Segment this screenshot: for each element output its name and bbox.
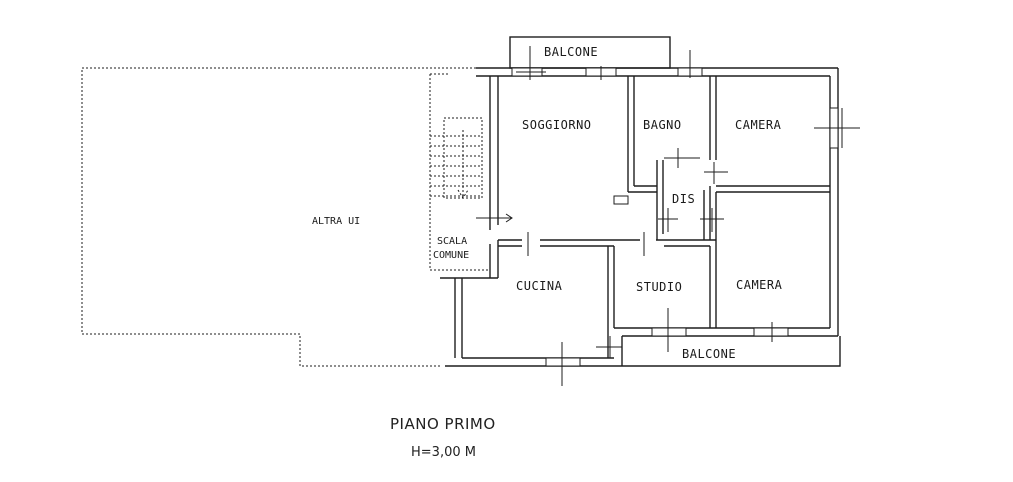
- label-scala: SCALA: [437, 236, 467, 247]
- label-studio: STUDIO: [636, 280, 682, 294]
- label-bagno: BAGNO: [643, 118, 682, 132]
- label-camera-1: CAMERA: [735, 118, 782, 132]
- windows: [511, 67, 839, 367]
- label-balcone-top: BALCONE: [544, 45, 598, 59]
- stair-scala-comune: [429, 73, 490, 271]
- altra-ui-outline: [81, 67, 476, 367]
- label-cucina: CUCINA: [516, 279, 563, 293]
- label-soggiorno: SOGGIORNO: [522, 118, 592, 132]
- label-comune: COMUNE: [433, 250, 469, 261]
- label-altra-ui: ALTRA UI: [312, 216, 360, 227]
- balcony-bottom: [622, 336, 841, 367]
- floor-height: H=3,00 M: [411, 445, 476, 460]
- cross-markers: [476, 46, 860, 386]
- label-dis: DIS: [672, 192, 695, 206]
- exterior-walls: [440, 67, 839, 367]
- label-camera-2: CAMERA: [736, 278, 783, 292]
- floor-title: PIANO PRIMO: [390, 415, 496, 433]
- label-balcone-bottom: BALCONE: [682, 347, 736, 361]
- interior-walls: [498, 76, 830, 358]
